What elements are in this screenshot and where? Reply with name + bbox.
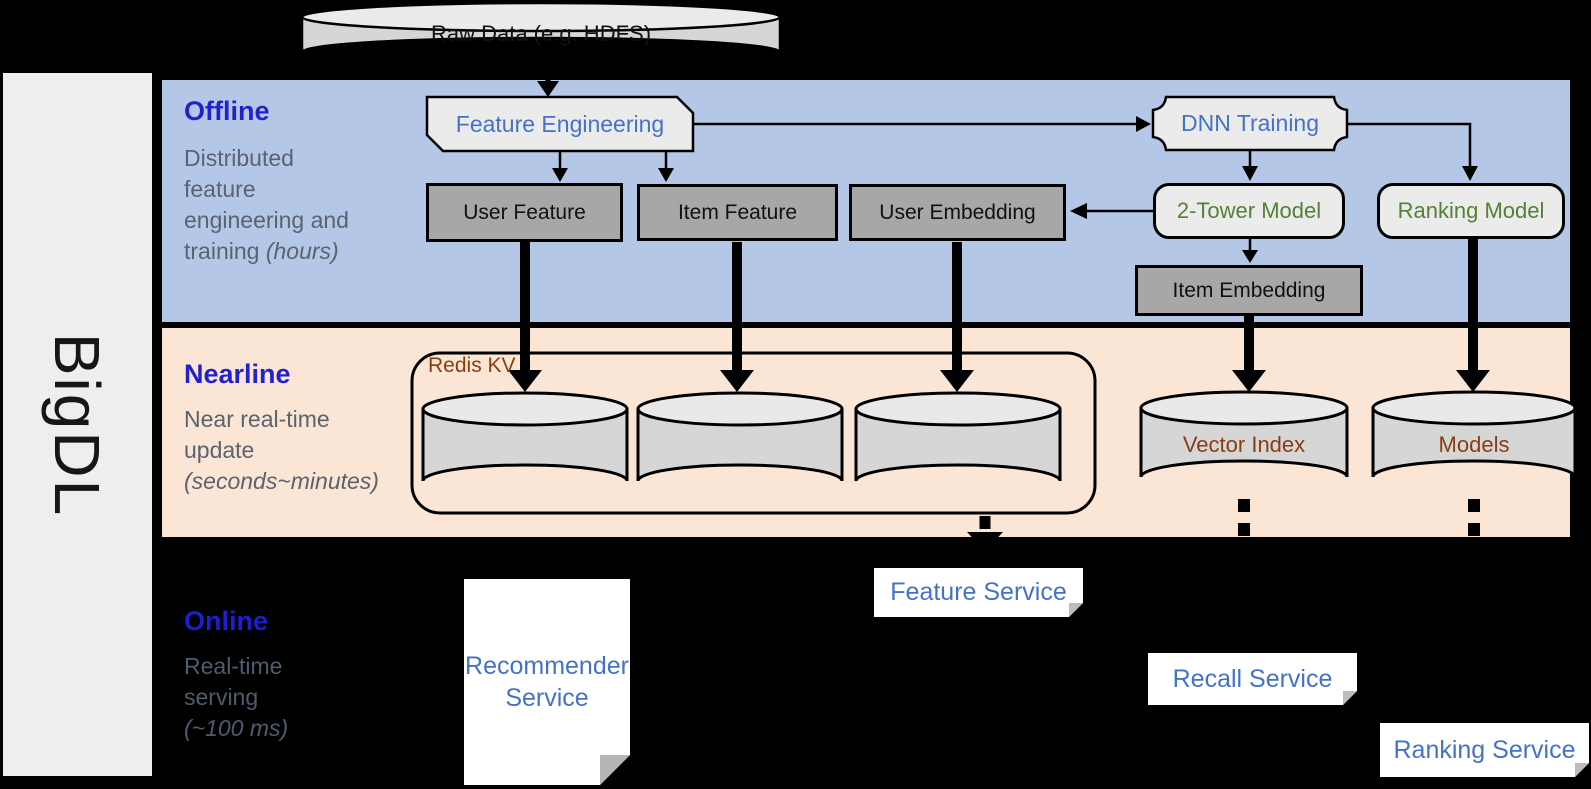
arrow-fe-to-item-feature [658, 151, 674, 182]
online-title: Online [184, 606, 269, 636]
redis-cylinder-3 [854, 391, 1062, 482]
redis-cylinder-1 [421, 391, 629, 482]
dnn-training-label: DNN Training [1180, 110, 1320, 136]
arrow-rawdata-to-feature-engineering [537, 66, 559, 97]
dashed-arrow-redis-to-feature-service [967, 516, 1003, 551]
nearline-title: Nearline [184, 359, 291, 389]
feature-engineering-label: Feature Engineering [455, 110, 665, 137]
models-cylinder [1371, 390, 1577, 478]
arrow-two-tower-to-item-embedding [1242, 239, 1258, 263]
redis-cylinder-2 [636, 391, 844, 482]
feature-service-label: Feature Service [890, 578, 1067, 607]
ranking-service-label: Ranking Service [1393, 735, 1576, 764]
offline-description: Distributed feature engineering and trai… [184, 145, 349, 264]
feature-engineering-shape [425, 95, 695, 153]
vector-index-cylinder [1139, 390, 1349, 478]
arrow-item-feature-to-redis [720, 242, 754, 392]
arrow-fe-to-dnn-training [693, 116, 1151, 132]
user-embedding-box: User Embedding [849, 184, 1066, 241]
feature-service-box: Feature Service [874, 568, 1083, 617]
online-description: Real-time serving (~100 ms) [184, 653, 289, 741]
arrow-fe-to-user-feature [552, 151, 568, 182]
dnn-training-shape [1151, 95, 1349, 152]
raw-data-cylinder [300, 1, 782, 53]
arrow-two-tower-to-user-embedding [1070, 203, 1153, 219]
recall-service-box: Recall Service [1148, 653, 1357, 705]
models-label: Models [1438, 432, 1510, 457]
arrow-item-embedding-to-vector-index [1232, 316, 1266, 392]
item-feature-box: Item Feature [637, 184, 838, 241]
recommender-service-label: Recommender Service [465, 651, 629, 712]
redis-kv-container [410, 351, 1097, 515]
user-feature-box: User Feature [426, 183, 623, 242]
arrow-ranking-model-to-models [1456, 239, 1490, 392]
arrow-dnn-to-ranking-model [1347, 122, 1478, 181]
arrow-dnn-to-two-tower [1242, 150, 1258, 181]
bigdl-sidebar: BigDL [3, 73, 152, 776]
two-tower-model-box: 2-Tower Model [1153, 183, 1345, 239]
item-embedding-box: Item Embedding [1135, 265, 1363, 316]
ranking-model-box: Ranking Model [1377, 183, 1565, 239]
arrow-user-embedding-to-redis [940, 242, 974, 392]
arrow-user-feature-to-redis [508, 242, 542, 392]
recommender-service-doc: Recommender Service [464, 579, 630, 785]
vector-index-label: Vector Index [1182, 432, 1306, 457]
offline-title: Offline [184, 96, 270, 126]
redis-kv-label: Redis KV [428, 354, 516, 377]
ranking-service-box: Ranking Service [1380, 723, 1589, 777]
raw-data-label: Raw Data (e.g. HDFS) [430, 21, 652, 46]
nearline-description: Near real-time update (seconds~minutes) [184, 406, 379, 494]
recall-service-label: Recall Service [1172, 664, 1333, 693]
